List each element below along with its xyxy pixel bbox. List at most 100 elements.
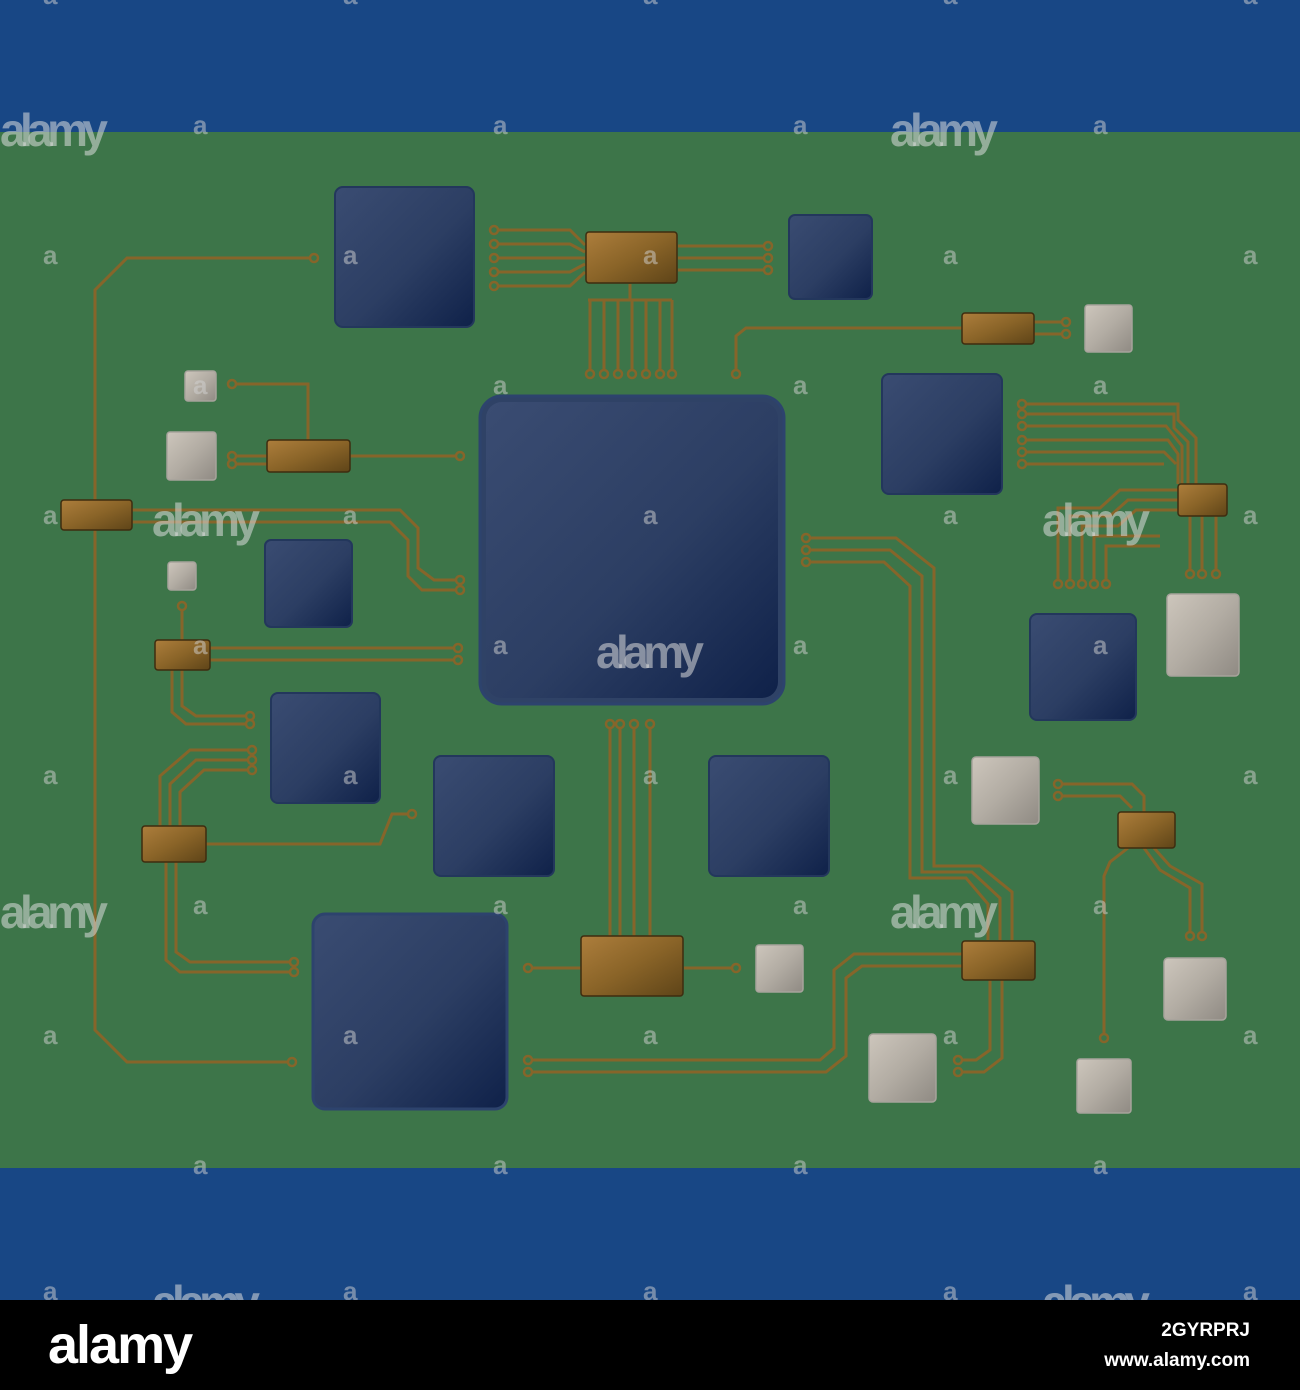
main-processor-chip-face — [486, 402, 778, 698]
watermark-text: alamy — [890, 886, 998, 938]
pad — [1166, 593, 1240, 677]
watermark-mark: a — [943, 0, 958, 10]
watermark-mark: a — [43, 240, 58, 270]
silver-pads — [166, 304, 1240, 1114]
chips — [264, 186, 1137, 1111]
watermark-mark: a — [943, 760, 958, 790]
chip — [881, 373, 1003, 495]
watermark-mark: a — [1243, 1276, 1258, 1300]
chip — [788, 214, 873, 300]
watermark-mark: a — [1243, 760, 1258, 790]
watermark-mark: a — [493, 890, 508, 920]
circuit-board-illustration: alamy alamy alamy alamy alamy alamy alamy alamy… — [0, 0, 1300, 1300]
watermark-mark: a — [43, 1020, 58, 1050]
watermark-mark: a — [643, 1276, 658, 1300]
watermark-mark: a — [43, 1276, 58, 1300]
pad — [971, 756, 1040, 825]
watermark-text: alamy — [0, 886, 108, 938]
watermark-mark: a — [943, 1276, 958, 1300]
watermark-mark: a — [1093, 630, 1108, 660]
watermark-mark: a — [493, 110, 508, 140]
footer-bar: alamy 2GYRPRJ www.alamy.com — [0, 1300, 1300, 1390]
watermark-mark: a — [943, 1020, 958, 1050]
watermark-mark: a — [193, 890, 208, 920]
pad — [1084, 304, 1133, 353]
watermark-mark: a — [643, 0, 658, 10]
trace-terminals — [176, 224, 1222, 1078]
watermark-mark: a — [343, 500, 358, 530]
watermark-mark: a — [493, 1150, 508, 1180]
watermark-text: alamy — [890, 104, 998, 156]
watermark-mark: a — [1093, 370, 1108, 400]
component — [580, 935, 684, 997]
watermark-mark: a — [793, 890, 808, 920]
watermark-mark: a — [793, 1150, 808, 1180]
component — [961, 312, 1035, 345]
chip — [270, 692, 381, 804]
watermark-mark: a — [43, 0, 58, 10]
watermark-mark: a — [1093, 1150, 1108, 1180]
watermark-mark: a — [193, 1150, 208, 1180]
watermark-mark: a — [193, 630, 208, 660]
watermark-mark: a — [193, 370, 208, 400]
watermark-mark: a — [343, 1020, 358, 1050]
top-band — [0, 0, 1300, 132]
watermark-mark: a — [43, 500, 58, 530]
chip — [264, 539, 353, 628]
watermark-text: alamy — [152, 1276, 260, 1300]
watermark-mark: a — [343, 1276, 358, 1300]
watermark-mark: a — [343, 240, 358, 270]
watermark-mark: a — [1093, 110, 1108, 140]
watermark-text: alamy — [152, 494, 260, 546]
component — [961, 940, 1036, 981]
watermark-mark: a — [643, 760, 658, 790]
watermark-mark: a — [343, 760, 358, 790]
watermark-mark: a — [343, 0, 358, 10]
chip — [708, 755, 830, 877]
watermark-mark: a — [1243, 500, 1258, 530]
chip — [1029, 613, 1137, 721]
component — [1177, 483, 1228, 517]
pad — [1076, 1058, 1132, 1114]
watermark-text: alamy — [0, 104, 108, 156]
watermark-mark: a — [1093, 890, 1108, 920]
component — [266, 439, 351, 473]
pad — [868, 1033, 937, 1103]
bottom-band — [0, 1168, 1300, 1300]
watermark-mark: a — [1243, 1020, 1258, 1050]
watermark-mark: a — [793, 110, 808, 140]
pad — [184, 370, 217, 402]
pad — [1163, 957, 1227, 1021]
watermark-overlay: alamy alamy alamy alamy alamy alamy alamy alamy… — [0, 0, 1258, 1300]
watermark-mark: a — [643, 240, 658, 270]
watermark-mark: a — [493, 370, 508, 400]
watermark-text: alamy — [1042, 494, 1150, 546]
component — [60, 499, 133, 531]
footer-url: www.alamy.com — [1104, 1350, 1250, 1371]
chip — [334, 186, 475, 328]
watermark-mark: a — [43, 760, 58, 790]
watermark-mark: a — [1243, 240, 1258, 270]
pad — [755, 944, 804, 993]
pad — [166, 431, 217, 481]
resistor-components — [60, 231, 1228, 997]
component — [1117, 811, 1176, 849]
pad — [167, 561, 197, 591]
component — [154, 639, 211, 671]
footer-image-id: 2GYRPRJ — [1161, 1320, 1250, 1341]
watermark-mark: a — [493, 630, 508, 660]
component — [141, 825, 207, 863]
component — [585, 231, 678, 284]
watermark-mark: a — [1243, 0, 1258, 10]
watermark-mark: a — [643, 500, 658, 530]
chip — [311, 912, 509, 1111]
watermark-text: alamy — [1042, 1276, 1150, 1300]
watermark-text: alamy — [596, 626, 704, 678]
circuit-traces — [93, 228, 1218, 1074]
watermark-mark: a — [793, 630, 808, 660]
watermark-mark: a — [943, 240, 958, 270]
chip — [433, 755, 555, 877]
footer-logo: alamy — [48, 1315, 193, 1375]
watermark-mark: a — [193, 110, 208, 140]
watermark-mark: a — [793, 370, 808, 400]
